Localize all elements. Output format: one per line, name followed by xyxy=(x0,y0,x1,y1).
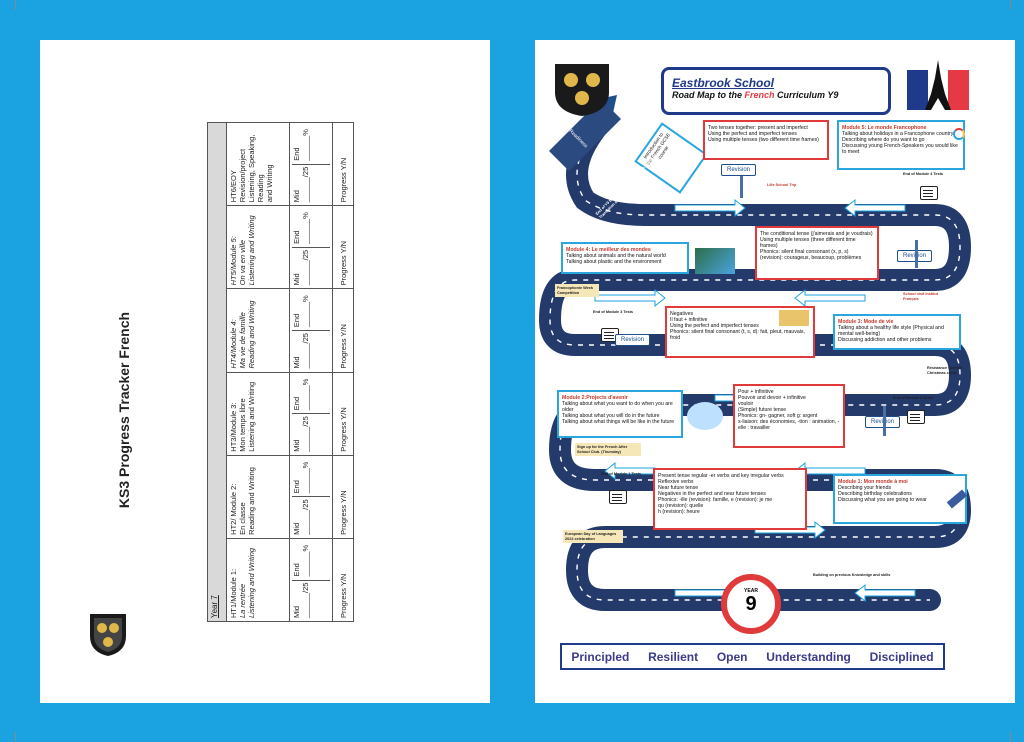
roadmap-title: Eastbrook School Road Map to the French … xyxy=(661,67,891,115)
roadmap-subtitle: Road Map to the French Curriculum Y9 xyxy=(672,90,839,100)
eiffel-tower-icon xyxy=(925,60,951,110)
end-module-2: End of Module 2 Tests xyxy=(893,396,934,400)
roadmap-page: KS4 Readiness Eastbrook School Road Map … xyxy=(535,40,1015,703)
module-1-box: Module 1: Mon monde à moi Describing you… xyxy=(833,474,967,524)
progress-cell: Progress Y/N xyxy=(332,205,354,289)
checklist-icon xyxy=(609,490,627,504)
future-image xyxy=(687,402,723,430)
grammar-box-5: Two tenses together: present and imperfe… xyxy=(703,120,829,160)
value-open: Open xyxy=(716,649,748,664)
module-2-box: Module 2:Projects d'avenir Talking about… xyxy=(557,390,683,438)
progress-cell: Progress Y/N xyxy=(332,455,354,539)
school-name: Eastbrook School xyxy=(672,76,775,90)
grammar-box-1: Present tense regular -er verbs and key … xyxy=(653,468,807,530)
school-visit: School visit Institut Français xyxy=(903,292,939,301)
year-word: YEAR xyxy=(744,588,758,594)
school-crest xyxy=(88,612,128,658)
school-crest xyxy=(553,62,611,118)
francophonie-logo xyxy=(953,128,965,140)
signup-label: Sign up for the French After School Club… xyxy=(575,443,641,456)
euro-day-label: European Day of Languages 2022 celebrati… xyxy=(563,530,623,543)
progress-cell: Progress Y/N xyxy=(332,288,354,373)
year-sign: YEAR 9 xyxy=(721,574,781,634)
progress-cell: Progress Y/N xyxy=(332,538,354,622)
revision-sign: Revision xyxy=(897,250,933,262)
building-label: Building on previous Knowledge and skill… xyxy=(813,573,891,577)
sign-post xyxy=(883,406,886,436)
grammar-box-4: The conditional tense (j'aimerais and je… xyxy=(755,226,879,280)
end-module-3: End of Module 3 Tests xyxy=(593,310,634,314)
year-label: Year 7 xyxy=(207,122,227,622)
value-principled: Principled xyxy=(571,649,630,664)
value-understanding: Understanding xyxy=(766,649,851,664)
revision-sign: Revision xyxy=(615,334,651,346)
value-disciplined: Disciplined xyxy=(869,649,934,664)
module-3-box: Module 3: Mode de vie Talking about a he… xyxy=(833,314,961,350)
module-5-box: Module 5: Le monde Francophone Talking a… xyxy=(837,120,965,170)
lille-trip: Lille School Trip xyxy=(767,183,797,187)
value-resilient: Resilient xyxy=(648,649,699,664)
tracker-page: KS3 Progress Tracker French Year 7 HT1/M… xyxy=(40,40,490,703)
checklist-icon xyxy=(907,410,925,424)
progress-cell: Progress Y/N xyxy=(332,372,354,456)
francophonie-week: Francophonie Week Competition xyxy=(555,284,599,297)
tracker-title: KS3 Progress Tracker French xyxy=(116,311,132,509)
progress-cell: Progress Y/N xyxy=(332,122,354,206)
checklist-icon xyxy=(920,186,938,200)
revision-sign: Revision xyxy=(721,164,757,176)
sign-post xyxy=(740,176,743,198)
end-module-1: End of Module 1 Tests xyxy=(601,472,642,476)
sign-post xyxy=(915,240,918,268)
christmas-cards: Résistance Quéhec - Christmas cards xyxy=(927,366,965,375)
end-module-4: End of Module 4 Tests xyxy=(903,172,944,176)
pencil-image xyxy=(779,310,809,326)
module-4-box: Module 4: Le meilleur des mondes Talking… xyxy=(561,242,689,274)
values-bar: Principled Resilient Open Understanding … xyxy=(560,643,945,670)
earth-image xyxy=(695,248,735,274)
revision-sign: Revision xyxy=(865,416,901,428)
year-number: 9 xyxy=(745,593,757,615)
ks4-arrow xyxy=(549,95,621,171)
